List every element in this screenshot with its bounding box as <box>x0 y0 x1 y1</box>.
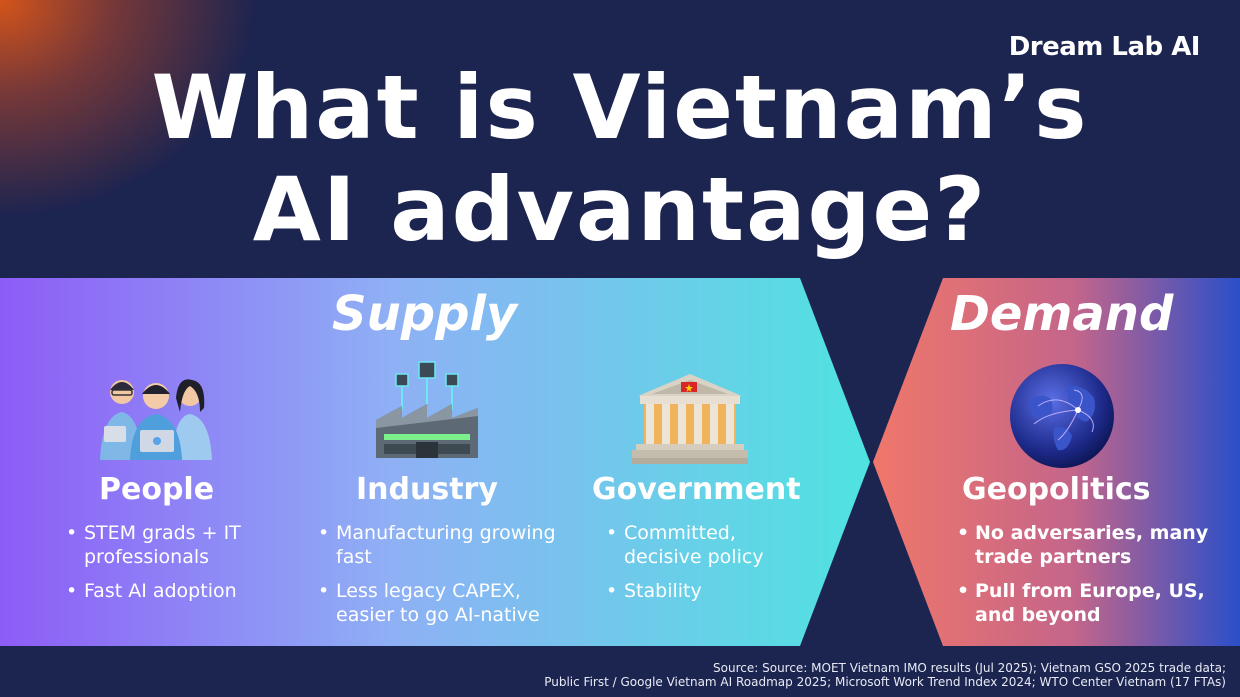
geopolitics-column: Geopolitics No adversaries, many trade p… <box>957 472 1227 637</box>
corner-glow <box>0 0 260 220</box>
list-item: Manufacturing growing fast <box>318 521 558 569</box>
geopolitics-title: Geopolitics <box>962 472 1151 507</box>
industry-title: Industry <box>356 472 498 507</box>
source-line-1: Source: Source: MOET Vietnam IMO results… <box>713 661 1226 675</box>
list-item: Committed, decisive policy <box>606 521 806 569</box>
government-bullets: Committed, decisive policy Stability <box>606 521 806 603</box>
people-bullets: STEM grads + IT professionals Fast AI ad… <box>66 521 306 603</box>
source-line-2: Public First / Google Vietnam AI Roadmap… <box>544 675 1226 689</box>
page-title-line-2: AI advantage? <box>252 158 988 261</box>
list-item: Fast AI adoption <box>66 579 306 603</box>
list-item: Stability <box>606 579 806 603</box>
industry-bullets: Manufacturing growing fast Less legacy C… <box>318 521 558 627</box>
government-title: Government <box>592 472 801 507</box>
demand-heading: Demand <box>950 286 1174 342</box>
list-item: STEM grads + IT professionals <box>66 521 306 569</box>
page-title-line-1: What is Vietnam’s <box>151 56 1089 159</box>
list-item: Pull from Europe, US, and beyond <box>957 579 1227 627</box>
list-item: No adversaries, many trade partners <box>957 521 1227 569</box>
government-column: Government Committed, decisive policy St… <box>592 472 846 613</box>
source-citation: Source: Source: MOET Vietnam IMO results… <box>544 661 1226 689</box>
people-column: People STEM grads + IT professionals Fas… <box>66 472 306 613</box>
geopolitics-bullets: No adversaries, many trade partners Pull… <box>957 521 1227 627</box>
supply-demand-band: Supply Demand <box>0 278 1240 646</box>
people-title: People <box>99 472 215 507</box>
list-item: Less legacy CAPEX, easier to go AI-nativ… <box>318 579 558 627</box>
supply-heading: Supply <box>332 286 518 342</box>
industry-column: Industry Manufacturing growing fast Less… <box>318 472 558 637</box>
brand-logo: Dream Lab AI <box>1008 32 1201 62</box>
